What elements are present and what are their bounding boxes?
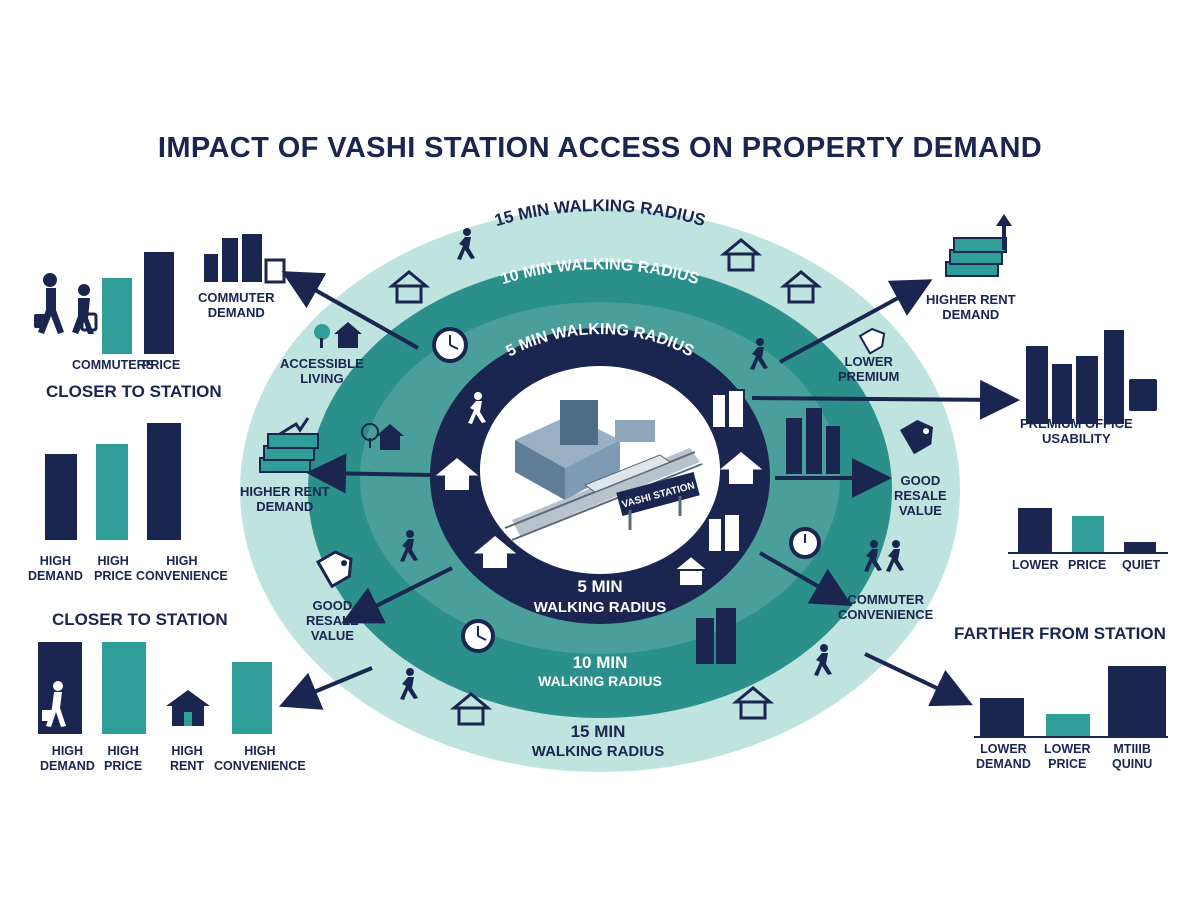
walking-person-icon — [400, 668, 418, 700]
money-stack-icon — [945, 214, 1012, 277]
price-tag-icon — [315, 550, 353, 589]
house-icon — [719, 452, 763, 484]
building-icon — [696, 608, 736, 664]
left-mid-label-2: HIGH CONVENIENCE — [136, 554, 228, 583]
right-bottom-label-0: LOWER DEMAND — [976, 742, 1031, 771]
bar-right-top-0 — [1018, 508, 1052, 552]
clock-icon — [432, 327, 468, 363]
right-top-baseline — [1008, 552, 1168, 554]
label-lower-premium: LOWER PREMIUM — [838, 354, 900, 384]
clock-icon — [789, 527, 821, 559]
house-icon — [435, 458, 479, 490]
bar-left-bottom-3 — [232, 662, 272, 734]
commuters-icon — [34, 273, 98, 334]
house-icon — [731, 686, 775, 720]
money-stack-icon — [259, 417, 319, 473]
heading-closer-2: CLOSER TO STATION — [52, 610, 228, 629]
ring-mid-bottom-2: WALKING RADIUS — [538, 673, 662, 689]
left-bottom-label-0: HIGH DEMAND — [40, 744, 95, 773]
left-bottom-label-2: HIGH RENT — [170, 744, 205, 773]
page-title: IMPACT OF VASHI STATION ACCESS ON PROPER… — [157, 132, 1043, 164]
ring-outer-bottom-1: 15 MIN — [571, 722, 626, 741]
left-bottom-label-3: HIGH CONVENIENCE — [214, 744, 306, 773]
right-bottom-label-1: LOWER PRICE — [1044, 742, 1091, 771]
right-bottom-baseline — [974, 736, 1168, 738]
walking-person-icon — [750, 338, 768, 370]
arrow-good-resale-left — [341, 566, 453, 624]
arrow-higher-rent-left — [306, 453, 433, 494]
commuters-icon — [864, 540, 904, 572]
bar-left-top-0 — [102, 278, 132, 354]
walking-person-icon — [400, 530, 418, 562]
bar-left-mid-1 — [96, 444, 128, 540]
arrow-farther — [864, 652, 973, 707]
building-icon — [204, 234, 286, 284]
walking-person-icon — [42, 681, 66, 727]
station-illustration — [504, 400, 703, 541]
house-icon — [719, 238, 763, 272]
building-icon — [786, 408, 840, 474]
bar-left-top-1 — [144, 252, 174, 354]
label-higher-rent-left: HIGHER RENT DEMAND — [240, 484, 330, 514]
house-icon — [376, 424, 404, 450]
right-top-label-0: LOWER — [1012, 558, 1059, 572]
house-icon — [779, 270, 823, 304]
label-accessible-living: ACCESSIBLE LIVING — [280, 356, 364, 386]
arrow-bottom-left — [278, 666, 373, 710]
arrows — [278, 271, 1020, 710]
label-good-resale-right: GOOD RESALE VALUE — [894, 473, 947, 518]
right-top-label-2: QUIET — [1122, 558, 1161, 572]
house-icon — [449, 692, 493, 726]
house-icon — [387, 270, 431, 304]
right-top-label-1: PRICE — [1068, 558, 1107, 572]
label-good-resale-left: GOOD RESALE VALUE — [306, 598, 359, 643]
bar-right-top-1 — [1072, 516, 1104, 552]
ring-inner-bottom-2: WALKING RADIUS — [534, 599, 667, 616]
house-icon — [473, 536, 517, 568]
left-bottom-label-1: HIGH PRICE — [104, 744, 143, 773]
ring-outer-bottom-2: WALKING RADIUS — [532, 743, 665, 760]
left-mid-label-1: HIGH PRICE — [94, 554, 133, 583]
walking-person-icon — [814, 644, 832, 676]
price-tag-icon — [900, 420, 933, 455]
bar-left-mid-2 — [147, 423, 181, 540]
building-icon — [1108, 666, 1166, 736]
house-icon — [166, 690, 210, 726]
bar-right-bottom-1 — [1046, 714, 1090, 736]
left-top-label-0: COMMUTERS — [72, 358, 154, 372]
bar-left-bottom-1 — [102, 642, 146, 734]
bar-right-bottom-0 — [980, 698, 1024, 736]
heading-closer-1: CLOSER TO STATION — [46, 382, 222, 401]
office-buildings-icon — [1026, 330, 1159, 424]
ring-inner-bottom-1: 5 MIN — [577, 577, 622, 596]
label-higher-rent-right: HIGHER RENT DEMAND — [926, 292, 1016, 322]
label-premium-office: PREMIUM OFFICE USABILITY — [1020, 416, 1133, 446]
left-top-label-1: PRICE — [142, 358, 181, 372]
arrow-commuter-convenience — [759, 551, 853, 606]
right-bottom-label-2: MTIIIB QUINU — [1112, 742, 1153, 771]
bar-left-mid-0 — [45, 454, 77, 540]
walking-person-icon — [457, 228, 475, 260]
tree-icon — [314, 324, 379, 448]
clock-icon — [461, 619, 495, 653]
ring-mid-bottom-1: 10 MIN — [573, 653, 628, 672]
arrow-premium-office — [751, 379, 1020, 420]
walking-person-icon — [468, 392, 486, 424]
left-mid-label-0: HIGH DEMAND — [28, 554, 83, 583]
label-commuter-convenience: COMMUTER CONVENIENCE — [838, 592, 934, 622]
price-tag-icon — [858, 327, 886, 355]
arrow-higher-rent-right — [779, 279, 933, 364]
building-icon — [711, 389, 745, 429]
house-icon — [671, 554, 711, 587]
arrow-commuter-demand — [281, 271, 419, 350]
house-icon — [334, 322, 362, 348]
building-icon — [707, 513, 741, 553]
heading-farther: FARTHER FROM STATION — [954, 624, 1166, 643]
label-commuter-demand: COMMUTER DEMAND — [198, 290, 275, 320]
bar-right-top-2 — [1124, 542, 1156, 552]
